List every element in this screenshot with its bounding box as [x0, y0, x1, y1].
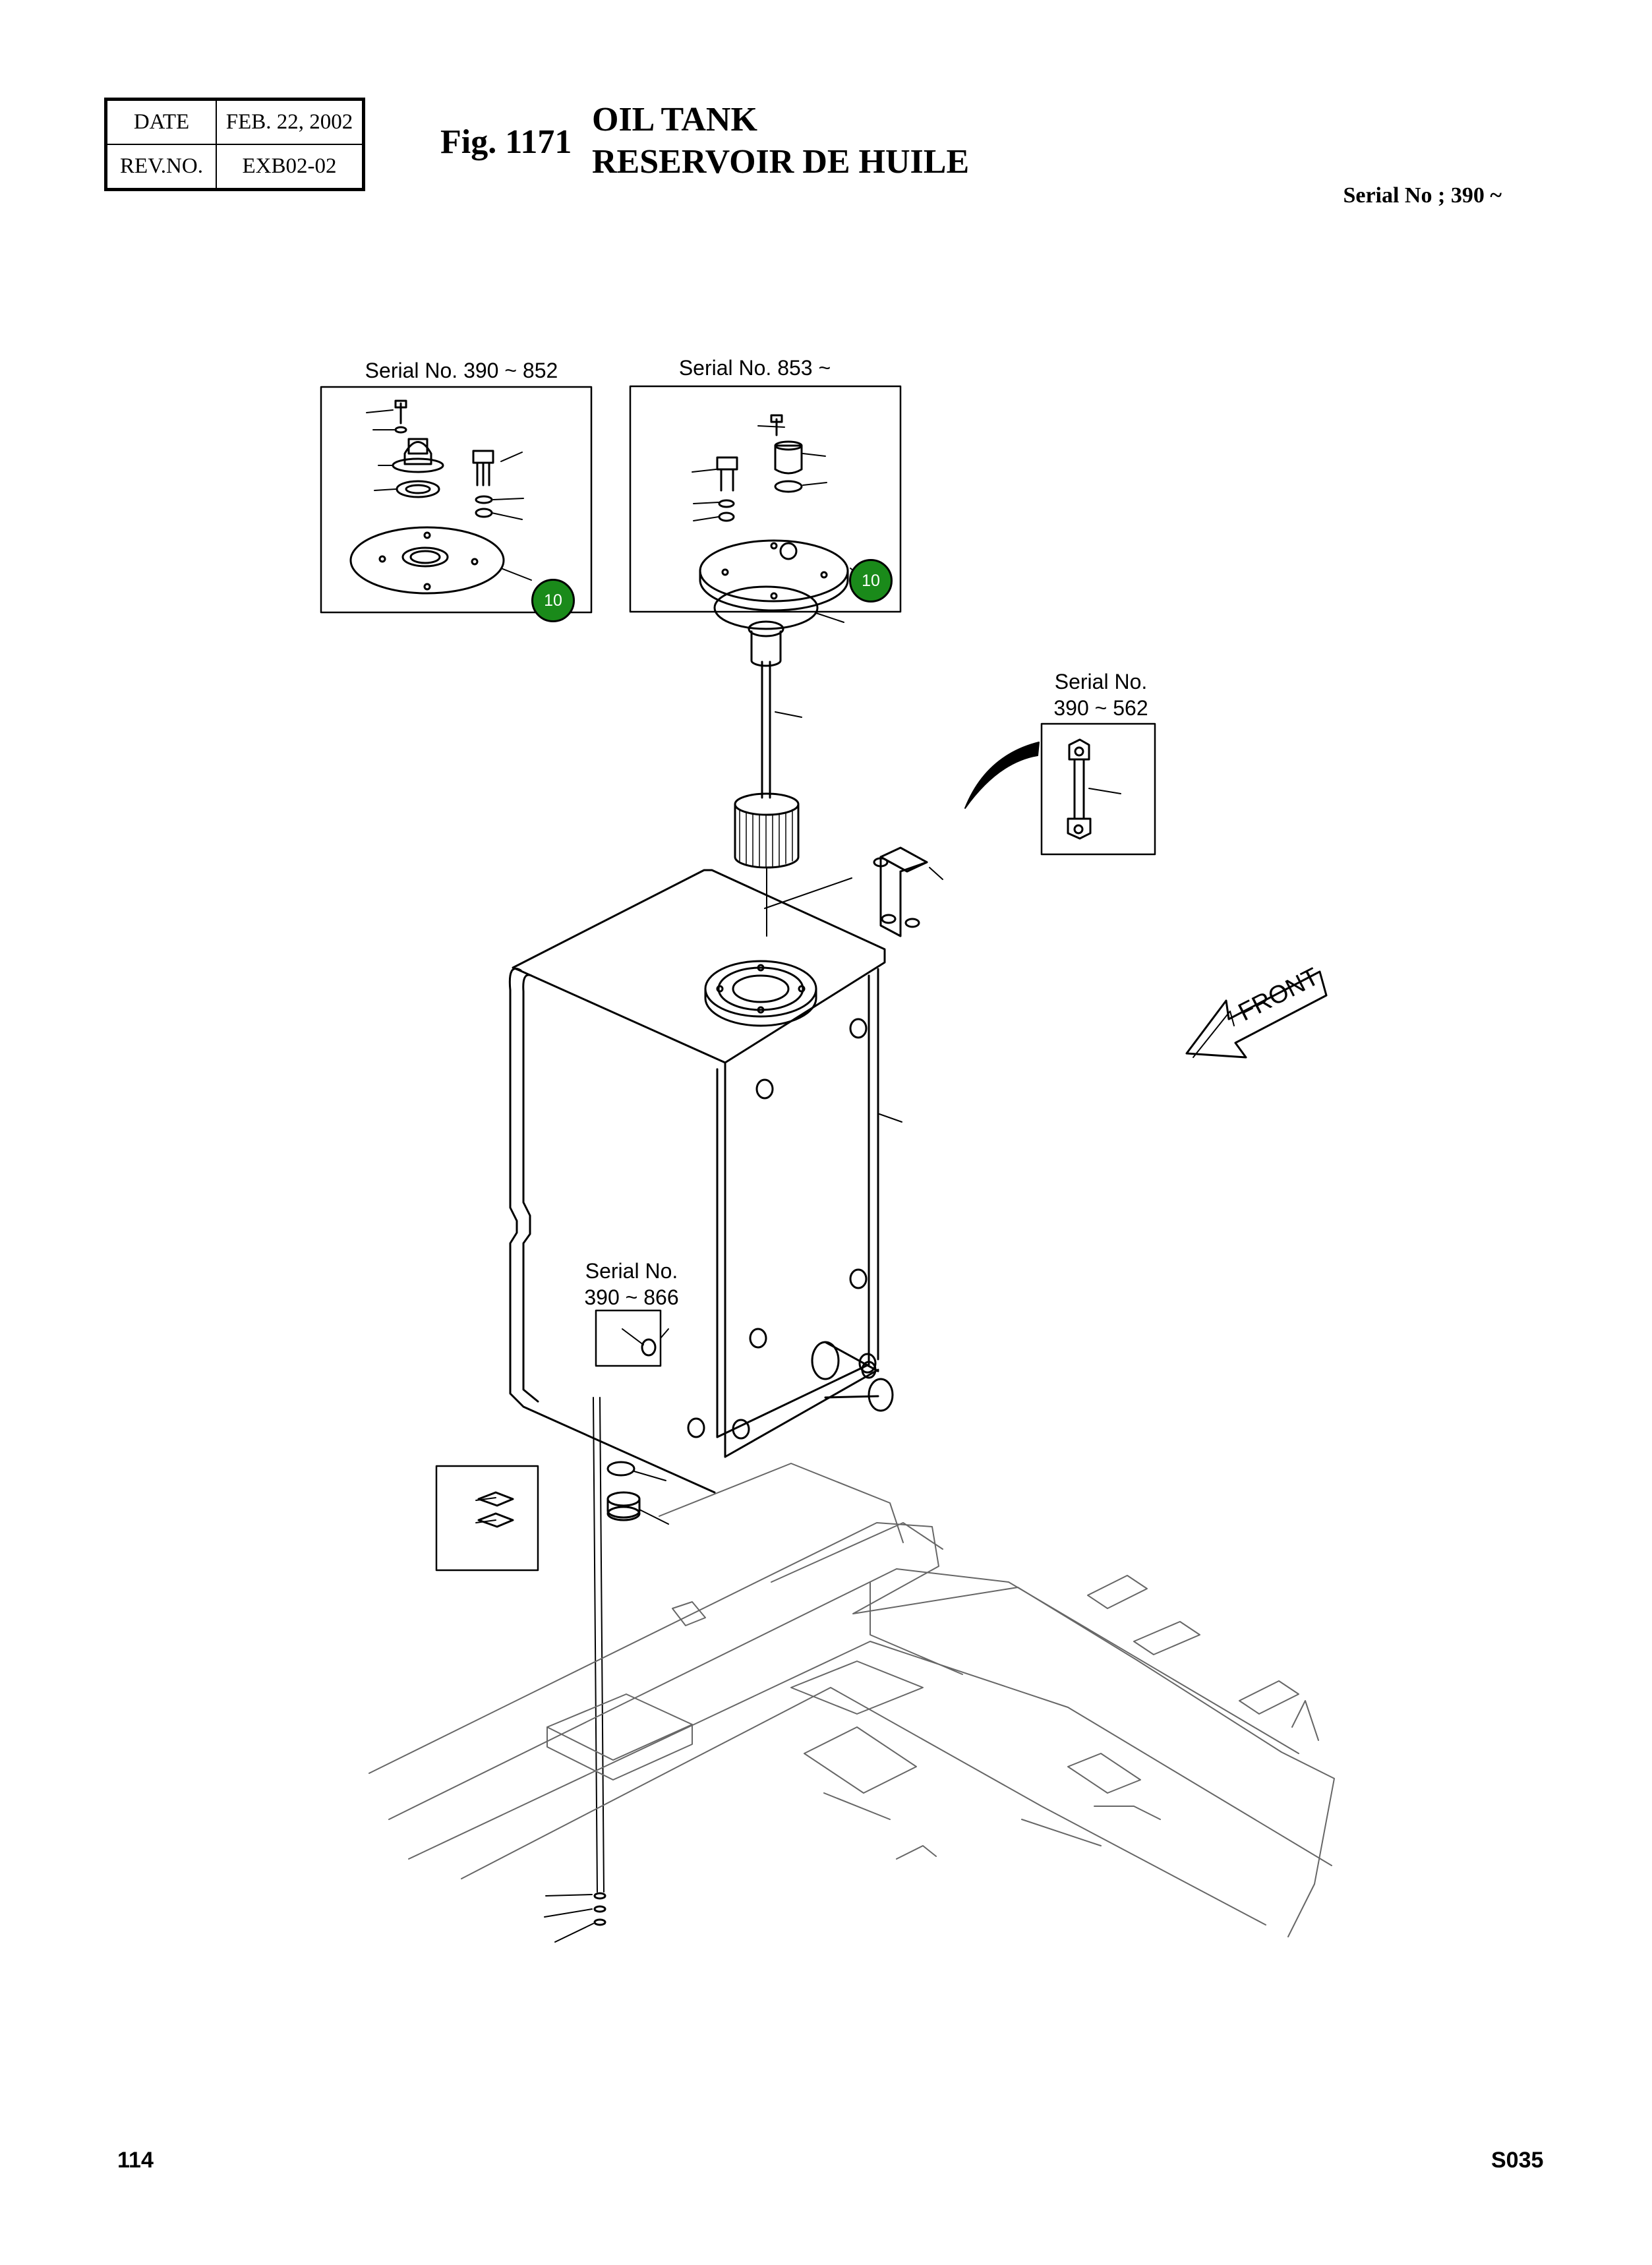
- mounting-bracket: [873, 846, 943, 937]
- inset-drain: [595, 1309, 669, 1367]
- callout-badge-cap-old: 10: [531, 579, 575, 622]
- title-english: OIL TANK: [592, 101, 757, 138]
- inset-bracket: [1040, 722, 1156, 856]
- figure-number: Fig. 1171: [440, 123, 572, 161]
- inset-cap-new-label: Serial No. 853 ~: [678, 356, 831, 380]
- date-label: DATE: [106, 100, 217, 145]
- title-french: RESERVOIR DE HUILE: [592, 143, 970, 181]
- header-info-box: DATE FEB. 22, 2002 REV.NO. EXB02-02: [104, 98, 365, 191]
- page-code: S035: [1491, 2148, 1544, 2173]
- drain-plug: [606, 1461, 669, 1525]
- inset-cap-old-label: Serial No. 390 ~ 852: [365, 359, 558, 382]
- inset-bracket-label-line1: Serial No.: [1054, 670, 1148, 693]
- inset-cap-old: [320, 386, 593, 614]
- serial-range: Serial No ; 390 ~: [1343, 183, 1502, 208]
- page-number: 114: [117, 2148, 154, 2173]
- oil-tank-body: [508, 869, 902, 1494]
- date-value: FEB. 22, 2002: [216, 100, 363, 145]
- front-direction-arrow: [1185, 970, 1328, 1059]
- inset-drain-label-line1: Serial No.: [585, 1259, 678, 1283]
- rev-value: EXB02-02: [216, 144, 363, 189]
- rev-label: REV.NO.: [106, 144, 217, 189]
- machine-frame: [369, 1463, 1335, 1937]
- inset-shims: [435, 1465, 539, 1572]
- callout-badge-cap-new: 10: [849, 559, 893, 603]
- inset-cap-new: [629, 385, 902, 613]
- strainer-assembly: [734, 620, 802, 937]
- inset-bracket-label-line2: 390 ~ 562: [1053, 696, 1148, 720]
- tie-rod: [544, 1397, 606, 1943]
- inset-drain-label-line2: 390 ~ 866: [584, 1285, 679, 1309]
